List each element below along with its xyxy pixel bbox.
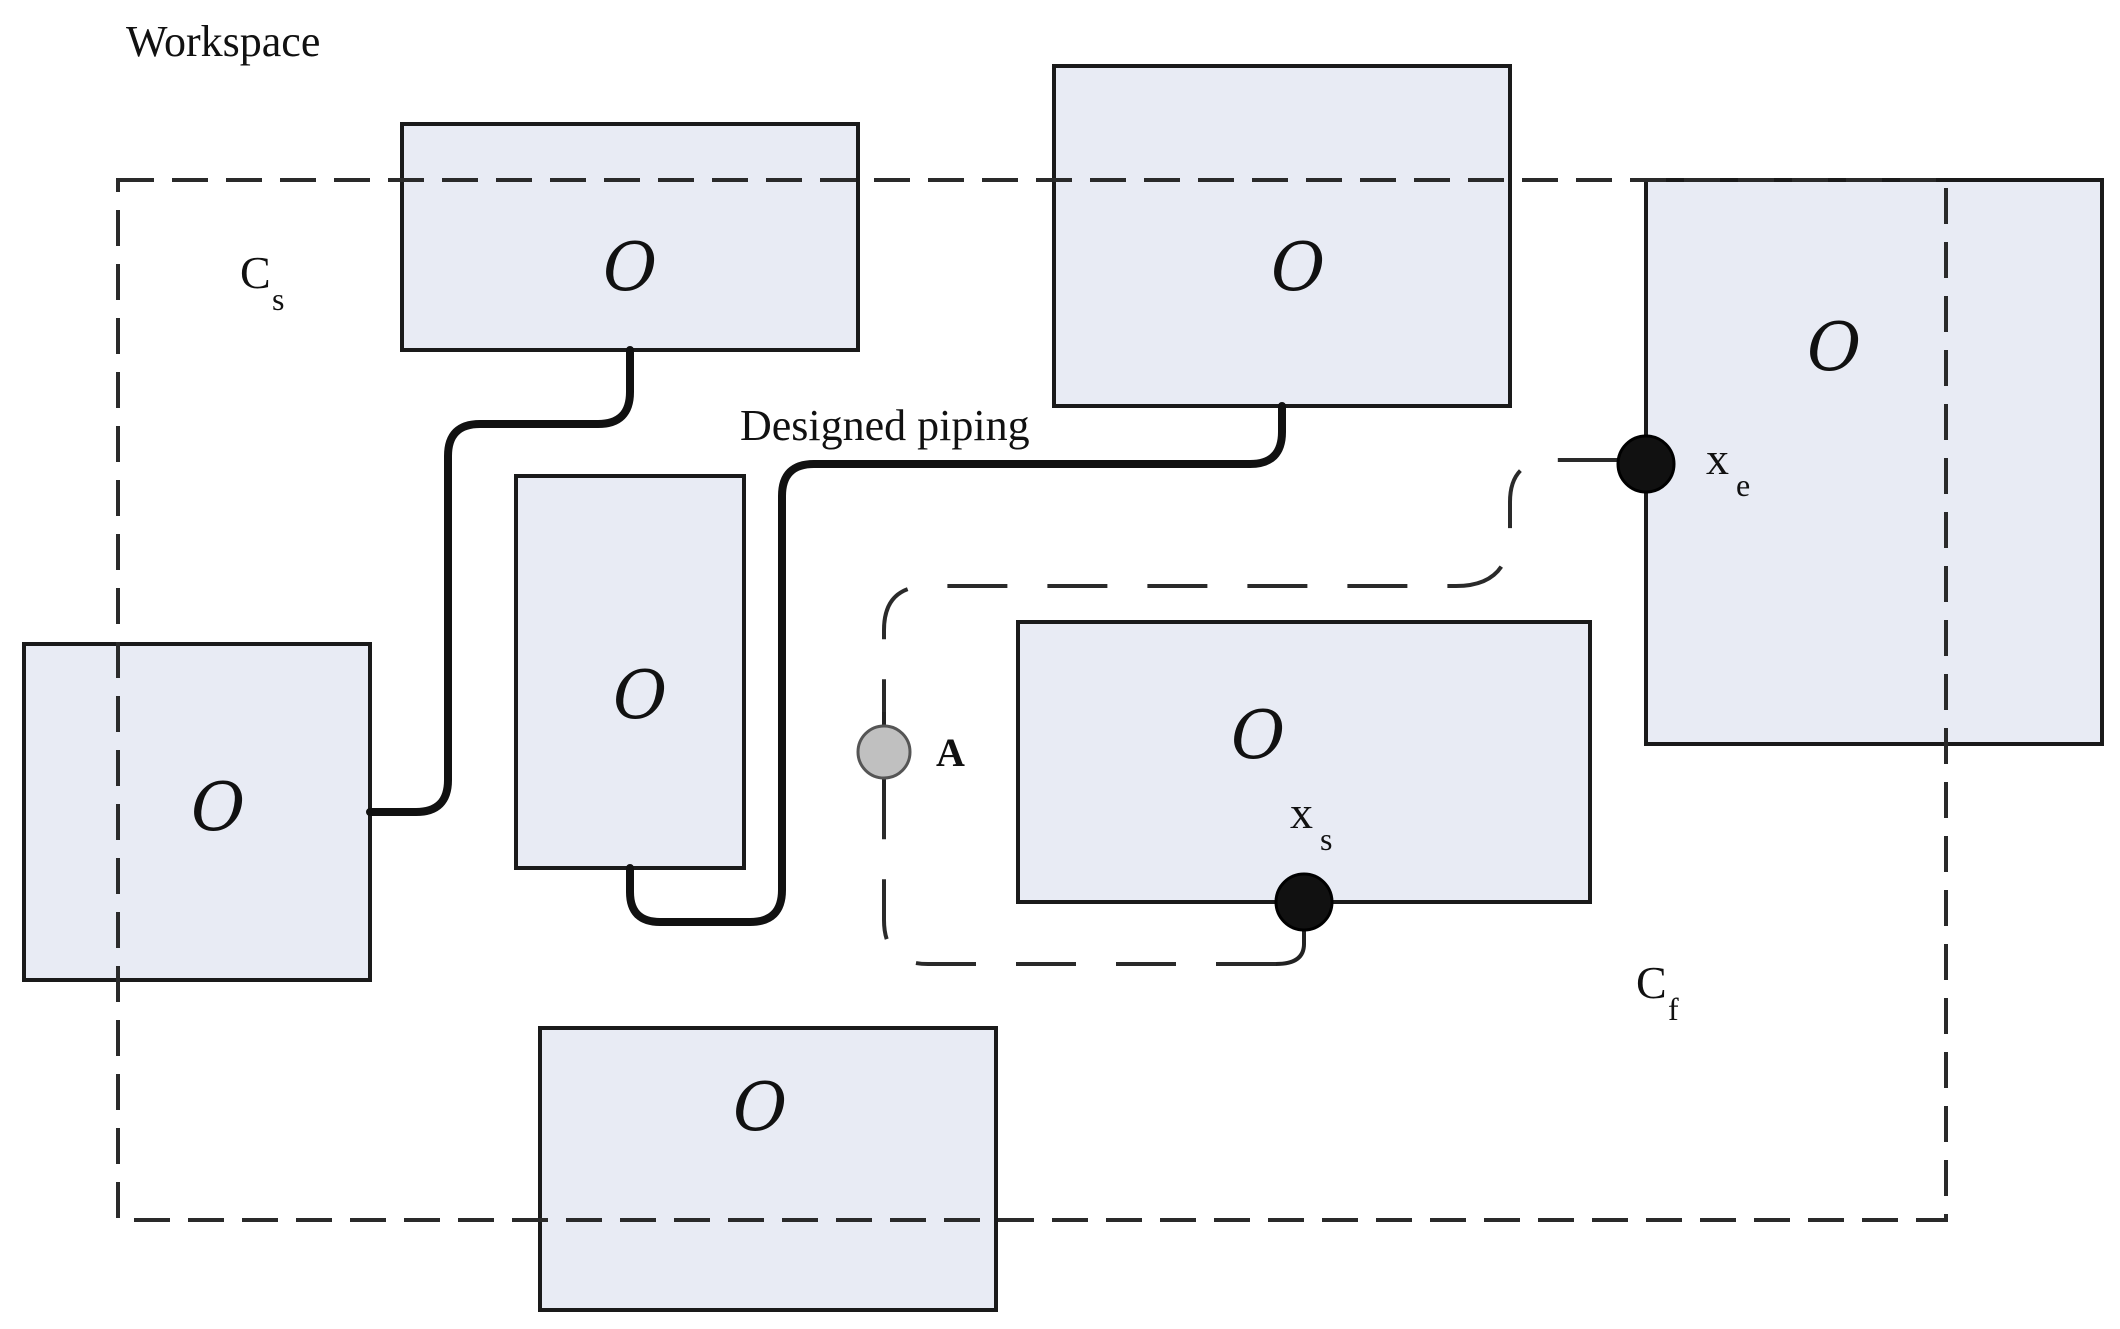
workspace-title: Workspace xyxy=(126,17,320,66)
start-point-symbol: x xyxy=(1290,787,1313,838)
workspace-boundary xyxy=(116,178,1948,1222)
obstacle-label: O xyxy=(603,229,657,306)
final-config-subscript: f xyxy=(1668,991,1679,1027)
obstacle-label: O xyxy=(1271,229,1325,306)
start-point-subscript: s xyxy=(1320,821,1332,857)
designed-piping xyxy=(366,346,1286,926)
obstacle-label: O xyxy=(1231,697,1285,774)
obstacle-bottom xyxy=(538,1026,998,1312)
end-point-xe xyxy=(1616,434,1676,494)
obstacle-label: O xyxy=(613,657,667,734)
start-config-symbol: C xyxy=(240,247,271,298)
point-a xyxy=(856,724,912,780)
obstacle-label: O xyxy=(733,1069,787,1146)
obstacle-top-center xyxy=(1052,64,1512,408)
final-config-label: C f xyxy=(1636,957,1679,1027)
obstacle-label: O xyxy=(1807,309,1861,386)
start-config-subscript: s xyxy=(272,281,284,317)
start-config-label: C s xyxy=(240,247,284,317)
search-region-boundary xyxy=(882,458,1640,966)
start-point-xs xyxy=(1274,872,1334,932)
end-point-label: x e xyxy=(1706,433,1750,503)
end-point-symbol: x xyxy=(1706,433,1729,484)
obstacle-label: O xyxy=(191,769,245,846)
obstacles xyxy=(22,64,2104,1312)
end-point-subscript: e xyxy=(1736,467,1750,503)
obstacle-labels: O O O O O O O xyxy=(191,229,1861,1146)
start-point-stub xyxy=(1275,902,1306,966)
start-point-label: x s xyxy=(1290,787,1332,857)
point-a-label: A xyxy=(936,730,965,775)
designed-piping-label: Designed piping xyxy=(740,401,1030,450)
pipe-segment-right xyxy=(626,402,1286,926)
obstacle-top-left xyxy=(400,122,860,352)
obstacle-left xyxy=(22,642,372,982)
final-config-symbol: C xyxy=(1636,957,1667,1008)
obstacle-center xyxy=(1016,620,1592,904)
pipe-segment-left xyxy=(366,346,634,816)
